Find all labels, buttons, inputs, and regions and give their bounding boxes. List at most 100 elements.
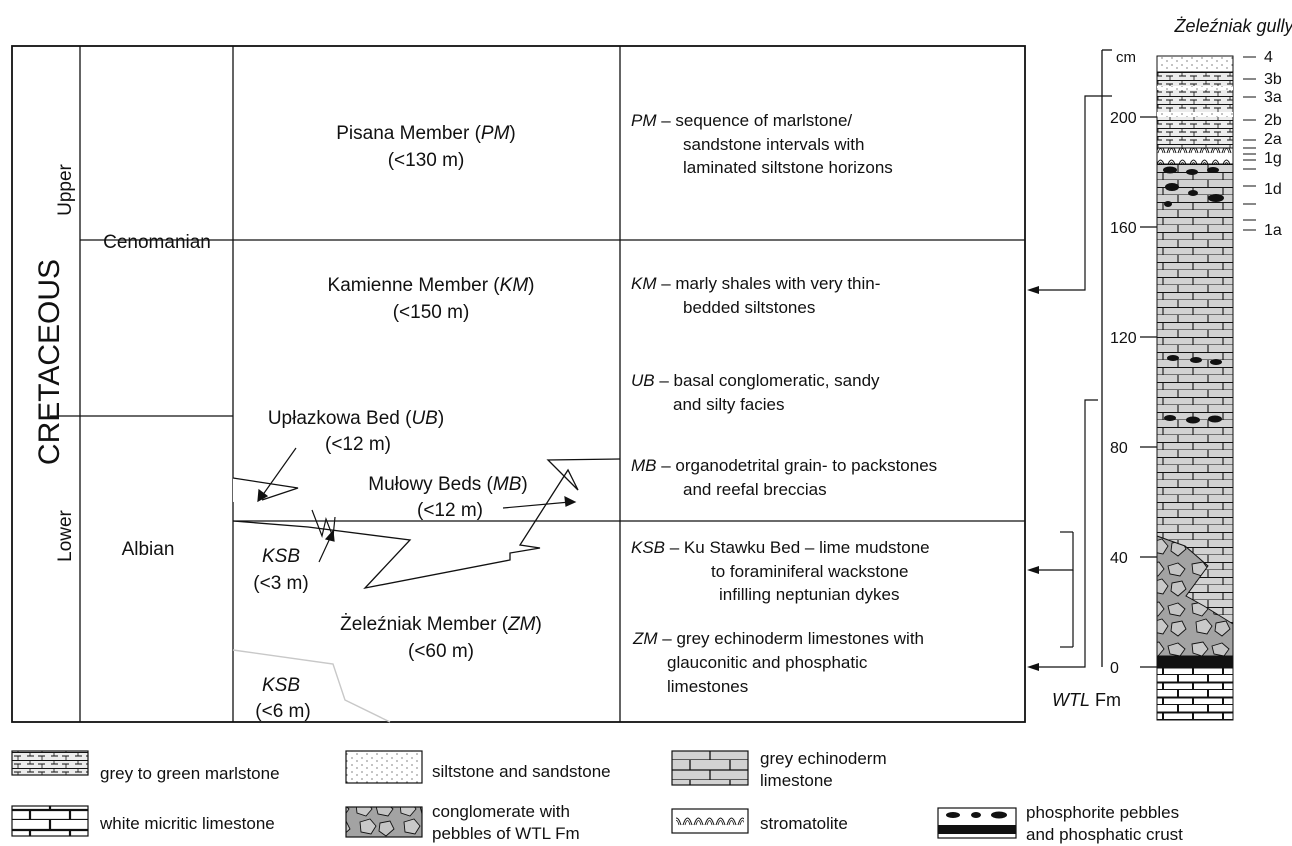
svg-text:PM – sequence of marlstone/: PM – sequence of marlstone/	[631, 111, 852, 130]
series-upper-label: Upper	[55, 163, 76, 215]
svg-text:laminated siltstone horizons: laminated siltstone horizons	[683, 158, 893, 177]
svg-text:ZM – grey echinoderm limestone: ZM – grey echinoderm limestones with	[632, 629, 924, 648]
svg-text:Mułowy Beds (MB): Mułowy Beds (MB)	[368, 474, 527, 495]
svg-text:MB – organodetrital grain- to: MB – organodetrital grain- to packstones	[631, 456, 937, 475]
svg-text:Żeleźniak Member (ZM): Żeleźniak Member (ZM)	[340, 614, 542, 635]
desc-ub: UB – basal conglomeratic, sandy and silt…	[631, 371, 880, 414]
arrowhead-zm	[1027, 663, 1039, 671]
bed-labels: 4 3b 3a 2b 2a 1g 1d 1a	[1264, 49, 1282, 239]
stage-cenomanian-label: Cenomanian	[103, 232, 211, 253]
unit-ksb-upper-label: KSB (<3 m)	[253, 546, 308, 594]
legend-swatch-conglomerate	[345, 806, 423, 838]
legend-label: conglomerate with	[432, 802, 570, 821]
svg-text:UB – basal conglomeratic, sand: UB – basal conglomeratic, sandy	[631, 371, 880, 390]
bed-3-2-marlstone	[1156, 71, 1234, 149]
svg-text:KM – marly shales with very th: KM – marly shales with very thin-	[631, 274, 880, 293]
legend-swatch-marlstone	[11, 750, 89, 776]
ksb-arrow	[318, 529, 335, 563]
bracket-km	[1033, 95, 1112, 291]
legend-swatch-white-limestone	[11, 805, 89, 837]
bed-4-siltstone	[1156, 55, 1234, 73]
bed-label: 3a	[1264, 89, 1282, 106]
bed-label: 1g	[1264, 150, 1282, 167]
bed-label: 1d	[1264, 181, 1282, 198]
scale-unit: cm	[1116, 49, 1136, 66]
svg-text:limestones: limestones	[667, 677, 748, 696]
legend-label: siltstone and sandstone	[432, 762, 611, 781]
svg-text:KSB – Ku Stawku Bed – lime mud: KSB – Ku Stawku Bed – lime mudstone	[631, 538, 930, 557]
desc-zm: ZM – grey echinoderm limestones with gla…	[632, 629, 924, 696]
ub-wedge-line	[232, 477, 299, 501]
stage-albian-label: Albian	[122, 539, 175, 560]
svg-text:KSB: KSB	[262, 675, 300, 696]
desc-km: KM – marly shales with very thin- bedded…	[631, 274, 880, 317]
svg-text:(<130 m): (<130 m)	[388, 150, 465, 171]
ksb-dyke-line	[311, 509, 336, 539]
bed-label: 4	[1264, 49, 1273, 66]
unit-ksb-lower-label: KSB (<6 m)	[255, 675, 310, 722]
bed-label: 3b	[1264, 71, 1282, 88]
svg-text:infilling neptunian dykes: infilling neptunian dykes	[719, 585, 900, 604]
unit-km-label: Kamienne Member (KM) (<150 m)	[328, 275, 535, 323]
connector-brackets	[1027, 95, 1112, 671]
arrowhead-km	[1027, 286, 1039, 294]
svg-text:KSB: KSB	[262, 546, 300, 567]
legend-swatch-siltstone	[345, 750, 423, 784]
legend-item-conglomerate: conglomerate with pebbles of WTL Fm	[345, 802, 580, 843]
series-lower-label: Lower	[55, 509, 76, 561]
svg-text:glauconitic and phosphatic: glauconitic and phosphatic	[667, 653, 868, 672]
svg-text:(<3 m): (<3 m)	[253, 573, 308, 594]
unit-mb-label: Mułowy Beds (MB) (<12 m)	[368, 474, 527, 521]
legend-label: white micritic limestone	[99, 814, 275, 833]
scale-tick-label: 120	[1110, 330, 1137, 347]
legend: grey to green marlstone siltstone and sa…	[11, 749, 1183, 844]
phosphatic-crust	[1156, 655, 1234, 669]
legend-label: and phosphatic crust	[1026, 825, 1183, 844]
ub-arrow	[257, 447, 297, 503]
svg-text:(<150 m): (<150 m)	[393, 302, 470, 323]
scale-ticks: 200 160 120 80 40 0	[1110, 110, 1157, 677]
wtl-fm-label: WTL Fm	[1052, 690, 1121, 710]
legend-label: grey to green marlstone	[100, 764, 280, 783]
stratigraphic-table: CRETACEOUS Upper Lower Cenomanian Albian…	[11, 45, 1026, 723]
scale-tick-label: 80	[1110, 440, 1128, 457]
legend-swatch-grey-limestone	[671, 750, 749, 786]
svg-text:sandstone intervals with: sandstone intervals with	[683, 135, 864, 154]
legend-item-grey-limestone: grey echinoderm limestone	[671, 749, 887, 790]
svg-text:Pisana Member (PM): Pisana Member (PM)	[336, 123, 516, 144]
scale-tick-label: 40	[1110, 550, 1128, 567]
desc-mb: MB – organodetrital grain- to packstones…	[631, 456, 937, 499]
section-title: Żeleźniak gully	[1173, 16, 1292, 36]
bed-label: 2b	[1264, 112, 1282, 129]
scale-tick-label: 160	[1110, 220, 1137, 237]
legend-item-white-limestone: white micritic limestone	[11, 805, 275, 837]
legend-item-stromatolite: stromatolite	[671, 808, 848, 834]
svg-text:and silty facies: and silty facies	[673, 395, 785, 414]
bed-ticks	[1243, 56, 1256, 231]
bed-1g-stromatolite	[1156, 147, 1234, 165]
desc-ksb: KSB – Ku Stawku Bed – lime mudstone to f…	[631, 538, 930, 604]
scale-tick-label: 200	[1110, 110, 1137, 127]
bracket-zm	[1033, 399, 1098, 668]
system-label: CRETACEOUS	[33, 259, 66, 465]
desc-pm: PM – sequence of marlstone/ sandstone in…	[631, 111, 893, 177]
unit-zm-label: Żeleźniak Member (ZM) (<60 m)	[340, 614, 542, 662]
svg-text:bedded siltstones: bedded siltstones	[683, 298, 815, 317]
unit-pm-label: Pisana Member (PM) (<130 m)	[336, 123, 516, 171]
legend-label: grey echinoderm	[760, 749, 887, 768]
svg-text:Kamienne Member (KM): Kamienne Member (KM)	[328, 275, 535, 296]
legend-label: phosphorite pebbles	[1026, 803, 1179, 822]
svg-text:and reefal breccias: and reefal breccias	[683, 480, 827, 499]
bed-label: 1a	[1264, 222, 1282, 239]
svg-text:Upłazkowa Bed (UB): Upłazkowa Bed (UB)	[268, 408, 444, 429]
svg-text:(<6 m): (<6 m)	[255, 701, 310, 722]
mb-boundary-line	[232, 458, 621, 590]
scale-tick-label: 0	[1110, 660, 1119, 677]
svg-text:to foraminiferal wackstone: to foraminiferal wackstone	[711, 562, 908, 581]
measured-section: Żeleźniak gully cm 200 160 120 80 40 0	[1052, 16, 1292, 721]
unit-ub-label: Upłazkowa Bed (UB) (<12 m)	[268, 408, 444, 455]
phosphorite-pebbles	[1163, 166, 1224, 424]
svg-text:(<12 m): (<12 m)	[417, 500, 483, 521]
arrowhead-ksb	[1027, 566, 1039, 574]
legend-item-siltstone: siltstone and sandstone	[345, 750, 611, 784]
